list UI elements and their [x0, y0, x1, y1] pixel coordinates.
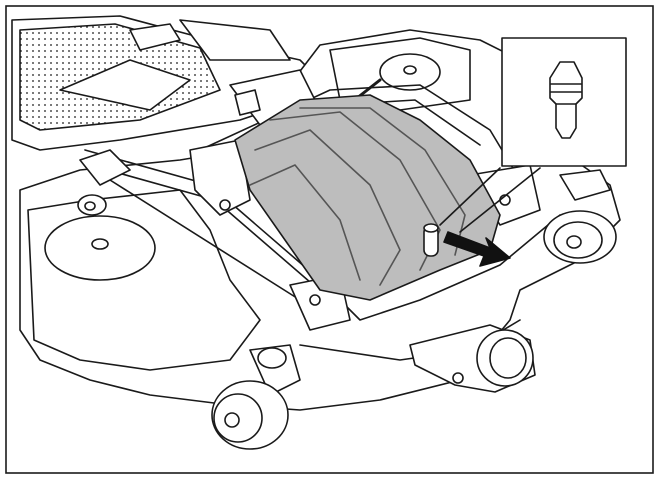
callout-line: [439, 167, 501, 226]
caster-wheel-icon: [211, 344, 301, 450]
callout-line: [459, 167, 541, 233]
caster-wheel-icon: [77, 194, 107, 216]
roller-icon: [409, 324, 536, 393]
latch-knob-icon: [423, 223, 439, 257]
deck-frame: [79, 69, 561, 331]
release-arrow-icon: [443, 231, 511, 267]
latch-knob-detail-icon: [549, 61, 583, 139]
callout-box: [501, 37, 627, 167]
mower-footrest: [11, 15, 331, 151]
caster-wheel-icon: [543, 169, 617, 264]
